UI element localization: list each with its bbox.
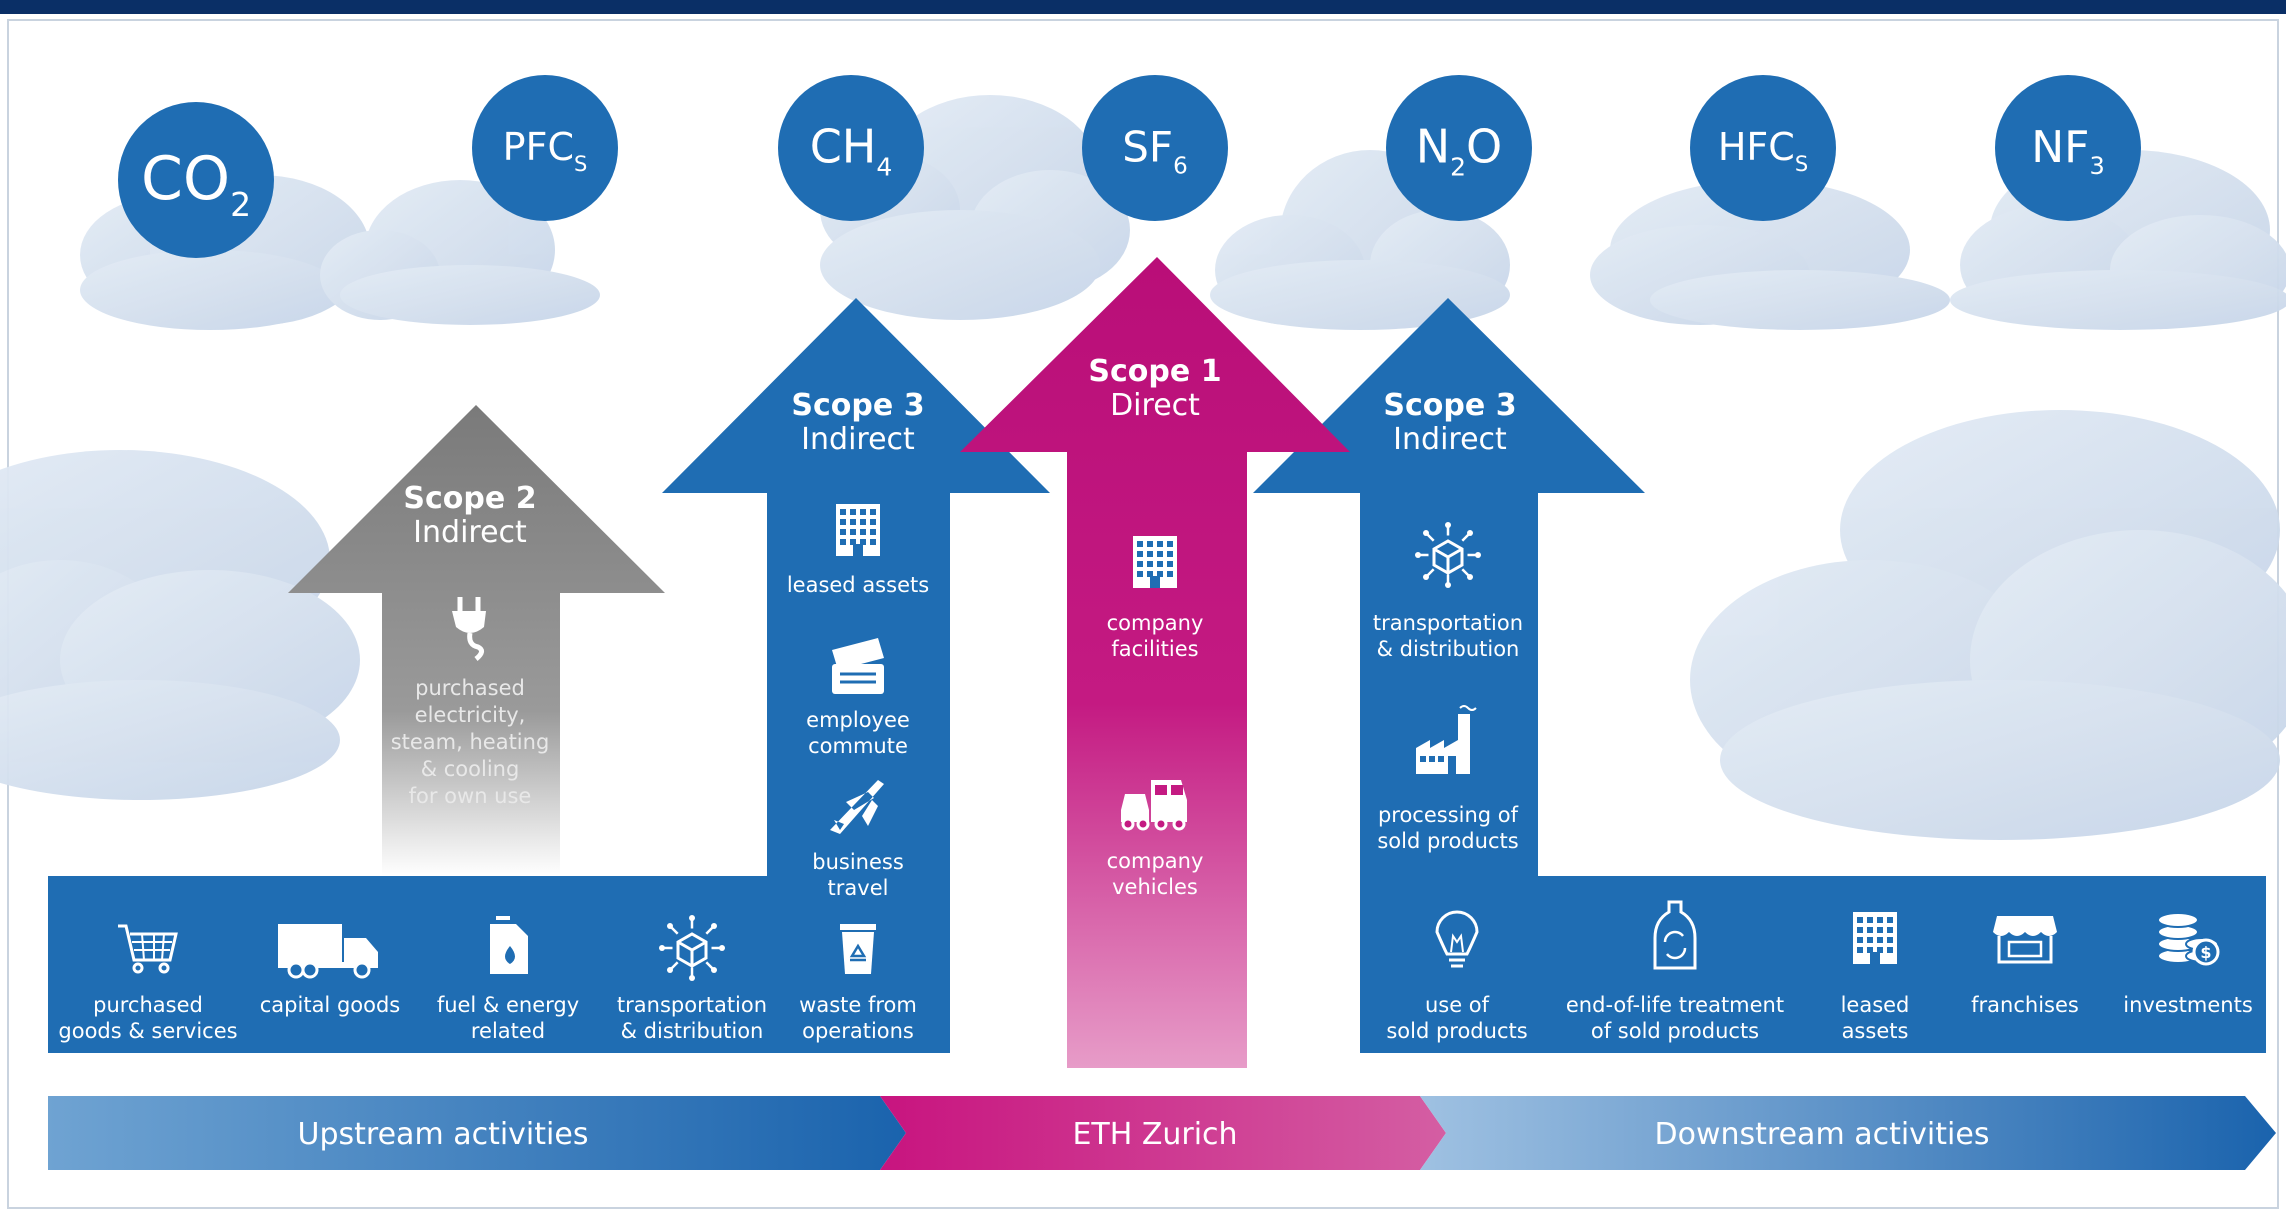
lightbulb-icon bbox=[1435, 910, 1479, 968]
recycle-bin-icon bbox=[840, 924, 876, 974]
storefront-icon bbox=[1993, 916, 2057, 964]
gas-circle-bg bbox=[1082, 75, 1228, 221]
scope3-up-subtitle: Indirect bbox=[801, 422, 915, 457]
scope3-upstream-arrow bbox=[662, 298, 1050, 876]
fuel-can-icon bbox=[490, 916, 528, 974]
transport-box-icon bbox=[1415, 522, 1481, 588]
upstream-item: transportation& distribution bbox=[617, 915, 767, 1043]
gas-circle: NF3 bbox=[1995, 75, 2141, 221]
upstream-label: Upstream activities bbox=[298, 1117, 589, 1152]
item-label: transportation& distribution bbox=[1373, 611, 1523, 661]
gas-formula: NF3 bbox=[2031, 122, 2105, 180]
item-label: capital goods bbox=[260, 993, 401, 1017]
gas-circle-bg bbox=[778, 75, 924, 221]
gas-circle: PFCS bbox=[472, 75, 618, 221]
commute-ticket-icon bbox=[832, 638, 884, 694]
gas-circle: HFCS bbox=[1690, 75, 1836, 221]
scope1-title: Scope 1 bbox=[1088, 354, 1221, 389]
truck-icon bbox=[278, 924, 378, 979]
gas-circle-bg bbox=[1690, 75, 1836, 221]
gas-formula: CO2 bbox=[141, 144, 251, 224]
scope3-up-item: leased assets bbox=[787, 504, 929, 597]
gas-circle: CO2 bbox=[118, 102, 274, 258]
downstream-label: Downstream activities bbox=[1655, 1117, 1990, 1152]
scope2-arrow bbox=[288, 405, 665, 876]
item-label: transportation& distribution bbox=[617, 993, 767, 1043]
upstream-item: capital goods bbox=[260, 924, 401, 1017]
shopping-cart-icon bbox=[118, 924, 178, 974]
gas-circle: SF6 bbox=[1082, 75, 1228, 221]
gas-circle: CH4 bbox=[778, 75, 924, 221]
plug-icon bbox=[452, 597, 486, 661]
downstream-item: franchises bbox=[1971, 916, 2079, 1017]
chevron-upstream bbox=[48, 1096, 906, 1170]
building-icon bbox=[1853, 912, 1897, 964]
scope3-down-title: Scope 3 bbox=[1383, 388, 1516, 423]
gas-formula: SF6 bbox=[1122, 122, 1187, 179]
gas-circle-bg bbox=[118, 102, 274, 258]
scope3-down-item: transportation& distribution bbox=[1373, 522, 1523, 661]
gas-circle: N2O bbox=[1386, 75, 1532, 221]
gas-formula: HFCS bbox=[1718, 125, 1808, 176]
svg-text:$: $ bbox=[2200, 943, 2211, 962]
gas-circle-bg bbox=[1995, 75, 2141, 221]
scope1-subtitle: Direct bbox=[1110, 388, 1200, 423]
building-icon bbox=[1133, 536, 1177, 588]
gas-circle-bg bbox=[1386, 75, 1532, 221]
factory-icon bbox=[1416, 705, 1477, 774]
recycle-bottle-icon bbox=[1653, 900, 1697, 970]
airplane-icon bbox=[830, 780, 884, 834]
gas-circle-bg bbox=[472, 75, 618, 221]
chevron-center bbox=[880, 1096, 1446, 1170]
top-frame-bar bbox=[0, 0, 2286, 14]
item-label: leased assets bbox=[787, 573, 929, 597]
downstream-item: $ investments bbox=[2123, 912, 2253, 1017]
center-label: ETH Zurich bbox=[1072, 1117, 1237, 1152]
greenhouse-gases: CO2 PFCS CH4 SF6 N2O HFCS NF3 bbox=[118, 75, 2141, 258]
scope1-arrow bbox=[960, 257, 1350, 1068]
gas-formula: PFCS bbox=[503, 125, 588, 176]
transport-box-icon bbox=[659, 915, 725, 981]
coins-icon: $ bbox=[2157, 912, 2220, 966]
gas-formula: CH4 bbox=[810, 120, 893, 182]
gas-formula: N2O bbox=[1416, 120, 1503, 182]
background-clouds bbox=[0, 95, 2286, 840]
scope3-down-subtitle: Indirect bbox=[1393, 422, 1507, 457]
vehicles-icon bbox=[1121, 780, 1187, 831]
chevron-downstream bbox=[1420, 1096, 2276, 1170]
scope2-title: Scope 2 bbox=[403, 481, 536, 516]
item-label: investments bbox=[2123, 993, 2253, 1017]
item-label: franchises bbox=[1971, 993, 2079, 1017]
scope2-subtitle: Indirect bbox=[413, 515, 527, 550]
building-icon bbox=[836, 504, 880, 556]
scope3-up-title: Scope 3 bbox=[791, 388, 924, 423]
